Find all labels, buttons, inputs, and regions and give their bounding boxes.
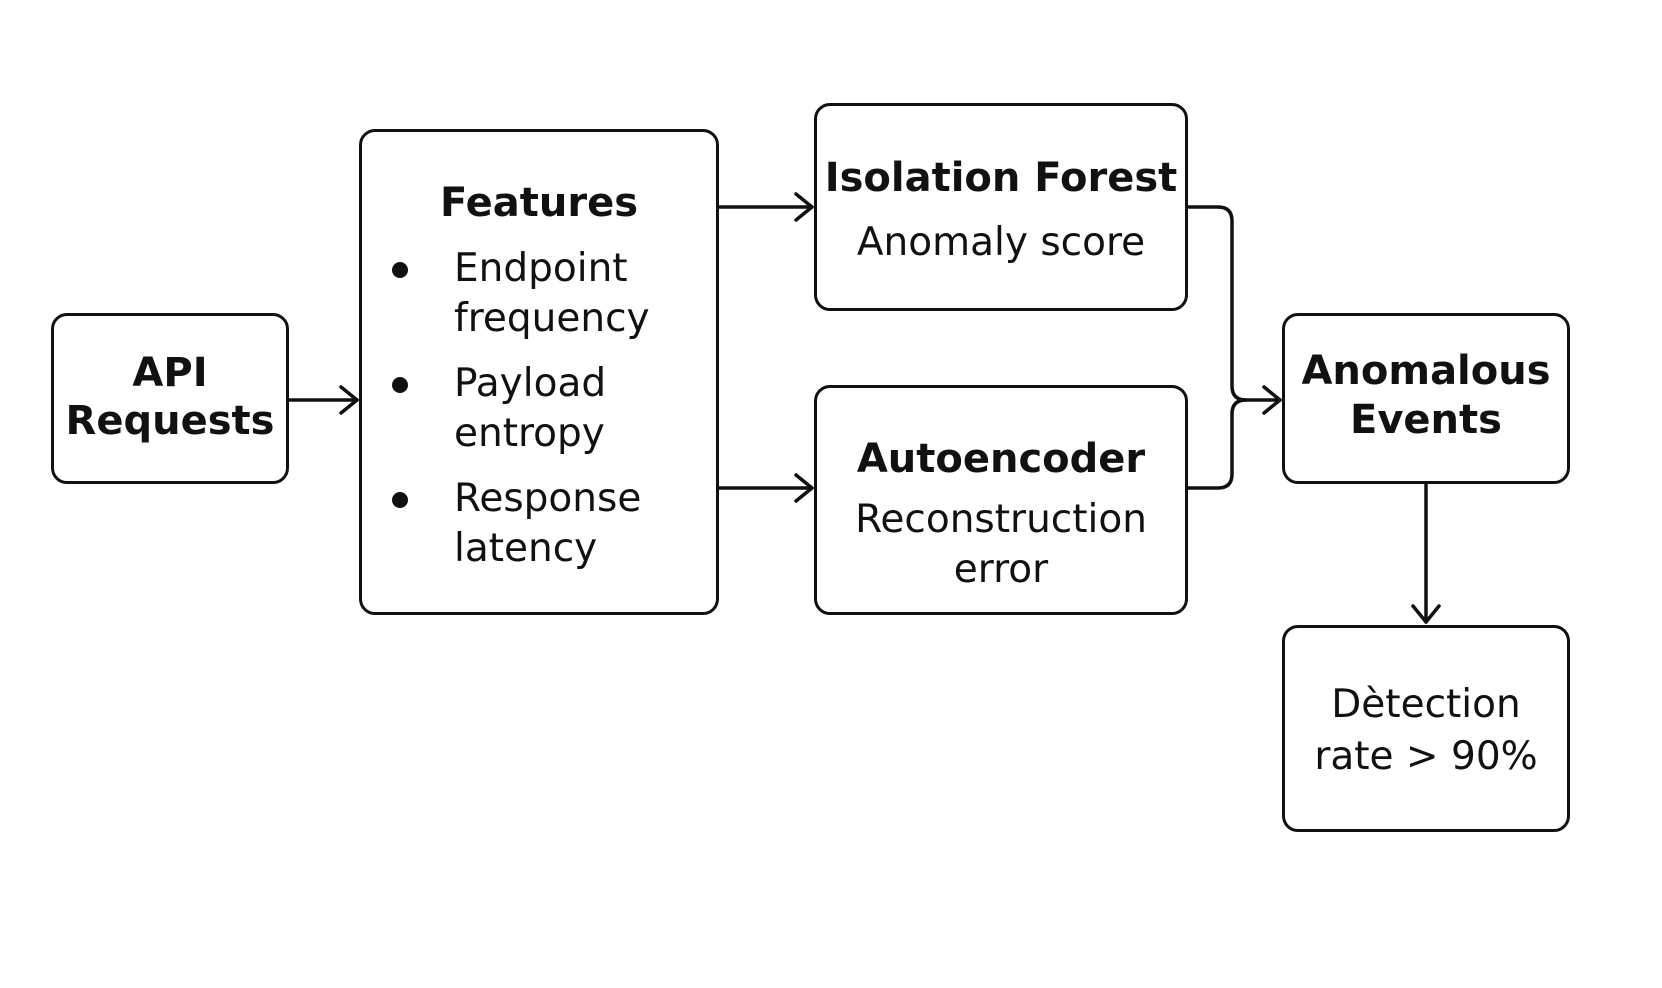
autoencoder-subtitle-line1: Reconstruction (855, 497, 1147, 542)
feature-item-line1: Payload (454, 361, 607, 406)
arrowhead-anomalous-events-to-detection (1411, 604, 1441, 624)
detection-rate-line1: Dètection (1331, 682, 1521, 727)
arrowhead-api-to-features (339, 385, 359, 415)
feature-item-line2: frequency (454, 296, 650, 341)
bullet-dot (392, 377, 408, 393)
anomalous-events-node: Anomalous Events (1282, 313, 1570, 484)
api-requests-label-line1: API (132, 350, 208, 396)
feature-item-line2: latency (454, 526, 598, 571)
arrow-autoencoder-to-anomalous-events (1186, 398, 1248, 490)
features-node: Features Endpoint frequency Payload entr… (359, 129, 719, 615)
isolation-forest-subtitle: Anomaly score (856, 220, 1146, 265)
feature-item-line2: entropy (454, 411, 605, 456)
detection-rate-line2: rate > 90% (1314, 734, 1538, 779)
feature-item-line1: Response (454, 476, 642, 521)
arrowhead-to-anomalous-events (1262, 385, 1282, 415)
autoencoder-subtitle-line2: error (953, 547, 1049, 592)
feature-item-line1: Endpoint (454, 246, 628, 291)
autoencoder-node: Autoencoder Reconstruction error (814, 385, 1188, 615)
api-requests-node: API Requests (51, 313, 289, 484)
bullet-dot (392, 492, 408, 508)
feature-item-response-latency: Response latency (392, 474, 650, 574)
anomalous-events-label-line1: Anomalous (1301, 348, 1551, 394)
detection-rate-node: Dètection rate > 90% (1282, 625, 1570, 832)
api-requests-label-line2: Requests (65, 398, 275, 444)
feature-item-endpoint-frequency: Endpoint frequency (392, 244, 650, 344)
feature-item-payload-entropy: Payload entropy (392, 359, 650, 459)
autoencoder-title: Autoencoder (856, 436, 1146, 482)
anomalous-events-label-line2: Events (1350, 397, 1502, 443)
bullet-dot (392, 262, 408, 278)
isolation-forest-node: Isolation Forest Anomaly score (814, 103, 1188, 311)
isolation-forest-title: Isolation Forest (824, 155, 1178, 201)
features-title: Features (439, 180, 639, 226)
features-list: Endpoint frequency Payload entropy Respo… (392, 244, 650, 589)
arrowhead-features-to-isolation-forest (794, 192, 814, 222)
arrowhead-features-to-autoencoder (794, 473, 814, 503)
arrow-isolation-forest-to-anomalous-events (1186, 205, 1282, 402)
